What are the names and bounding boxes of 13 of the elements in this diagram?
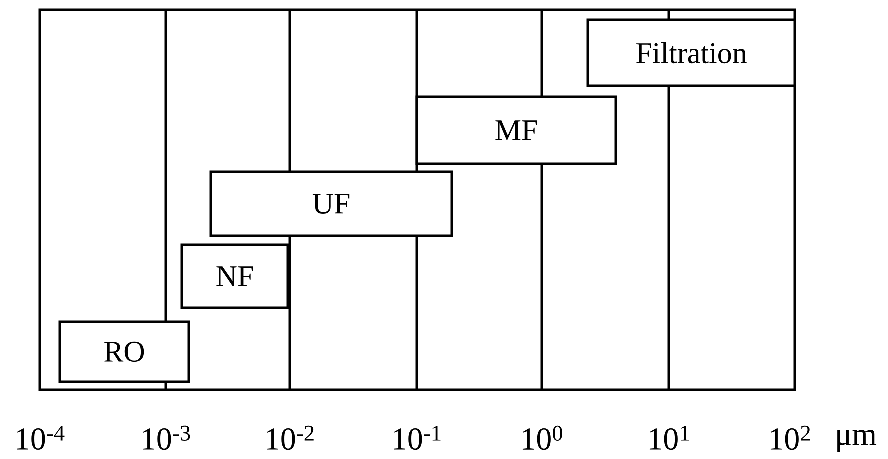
axis-tick-label: 10$^{-1}$ — [394, 426, 441, 450]
range-box: NF — [180, 244, 290, 310]
axis-tick-label: 10$^{1}$ — [650, 426, 689, 450]
axis-tick-label: μm — [838, 430, 877, 452]
axis-tick-label: 10$^{-3}$ — [143, 426, 190, 450]
range-box: RO — [58, 320, 190, 384]
range-box: Filtration — [586, 18, 796, 88]
axis-tick-label: 10$^{2}$ — [770, 426, 810, 450]
axis-tick-label: 10$^{0}$ — [522, 426, 562, 450]
axis-tick-label: 10$^{-2}$ — [267, 426, 314, 450]
range-box: MF — [416, 96, 618, 166]
axis-tick-label: 10$^{-4}$ — [17, 426, 65, 450]
range-box: UF — [210, 170, 454, 238]
